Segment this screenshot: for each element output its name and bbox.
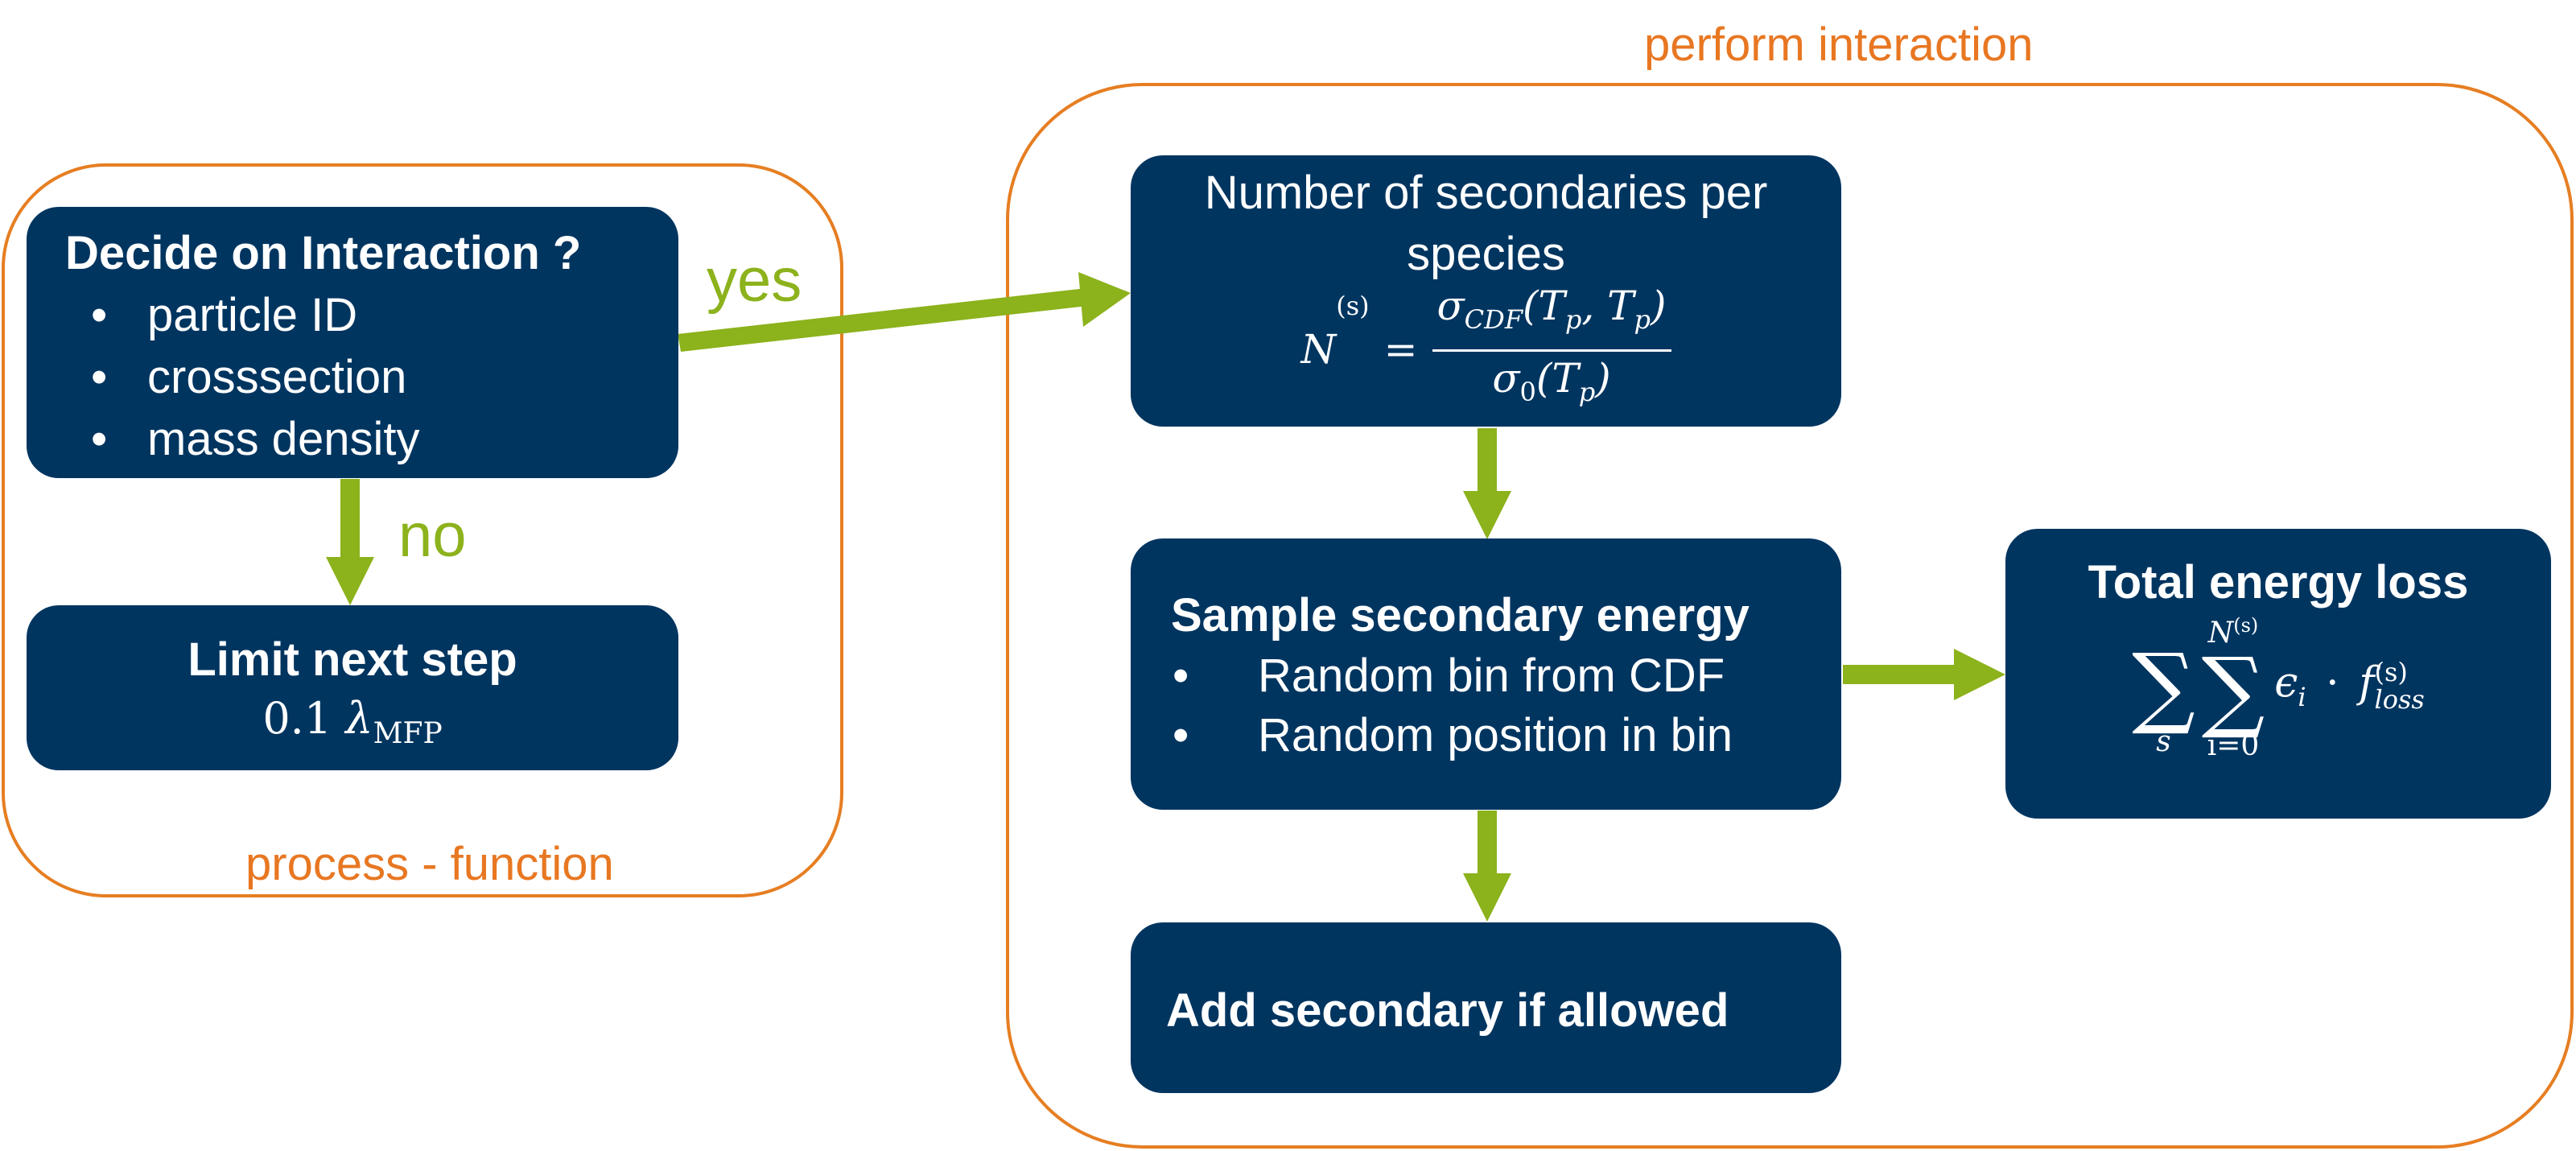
- number-formula: N(s) = σCDF(Tp, Tp) σ0(Tp): [1131, 279, 1841, 419]
- sigma-sub: CDF: [1464, 304, 1523, 335]
- group-perform-interaction-label: perform interaction: [1644, 19, 2034, 71]
- formula-equals: =: [1383, 325, 1418, 373]
- sample-bullet-text: Random bin from CDF: [1258, 650, 1725, 702]
- inner-sum-upper-n: N: [2207, 617, 2234, 650]
- denominator-close: ): [1595, 355, 1611, 402]
- numerator-close: ): [1650, 283, 1667, 329]
- fraction-denominator: σ0(Tp): [1492, 352, 1610, 419]
- number-title-line1: Number of secondaries per: [1204, 167, 1768, 219]
- bullet-marker: •: [1173, 709, 1189, 761]
- fraction-bar: [1432, 349, 1671, 352]
- node-sample-secondary-energy: Sample secondary energy • Random bin fro…: [1131, 538, 1841, 810]
- decide-bullet-text: particle ID: [147, 289, 358, 341]
- epsilon: ϵ: [2274, 658, 2298, 708]
- decide-bullet-item: • mass density: [65, 408, 678, 470]
- arrow-number-to-sample: [1463, 428, 1511, 539]
- sigma-sub: 0: [1519, 377, 1536, 407]
- node-add-secondary: Add secondary if allowed: [1131, 922, 1841, 1093]
- inner-sum-lower: i=0: [2207, 729, 2260, 762]
- sample-title: Sample secondary energy: [1171, 589, 1750, 642]
- total-formula: ∑ s N(s) ∑ i=0 ϵi · f(s)loss: [2005, 609, 2551, 762]
- node-limit-next-step: Limit next step 0.1 λMFP: [27, 605, 678, 770]
- f-sup: (s): [2374, 657, 2408, 687]
- limit-title: Limit next step: [188, 633, 517, 686]
- total-title: Total energy loss: [2088, 556, 2469, 609]
- denominator-arg-sub: p: [1578, 377, 1596, 407]
- formula-n: N: [1300, 325, 1337, 373]
- inner-sum-upper: N(s): [2208, 609, 2259, 650]
- decide-bullet-text: crosssection: [147, 351, 407, 403]
- numerator-sep: , T: [1581, 283, 1634, 329]
- limit-formula: 0.1 λMFP: [27, 691, 678, 762]
- numerator-arg-sub: p: [1634, 304, 1651, 335]
- sum-icon: ∑: [2132, 634, 2195, 737]
- sum-term: ϵi · f(s)loss: [2274, 658, 2425, 713]
- node-number-of-secondaries: Number of secondaries per species N (s) =…: [1131, 155, 1841, 427]
- number-title-line2: species: [1407, 228, 1565, 280]
- lambda-symbol: λ: [345, 693, 373, 744]
- sample-bullet-text: Random position in bin: [1258, 709, 1733, 761]
- epsilon-sub: i: [2298, 681, 2306, 712]
- inner-sum: N(s) ∑ i=0: [2202, 609, 2265, 762]
- decide-bullet-text: mass density: [147, 413, 420, 465]
- node-decide-on-interaction: Decide on Interaction ? • particle ID • …: [27, 207, 678, 478]
- sample-bullet-item: • Random bin from CDF: [1171, 646, 1841, 706]
- numerator-arg-sub: p: [1564, 304, 1582, 335]
- f-sub: loss: [2374, 684, 2425, 715]
- sample-bullet-item: • Random position in bin: [1171, 706, 1841, 765]
- node-total-energy-loss: Total energy loss ∑ s N(s) ∑ i=0 ϵi · f(…: [2005, 529, 2551, 819]
- arrow-no: [326, 479, 374, 605]
- sigma: σ: [1436, 283, 1465, 329]
- add-title: Add secondary if allowed: [1166, 984, 1729, 1037]
- group-process-function-label: process - function: [245, 838, 614, 890]
- arrow-yes: [678, 272, 1131, 352]
- decide-bullet-list: • particle ID • crosssection • mass dens…: [65, 284, 678, 470]
- inner-sum-upper-sup: (s): [2233, 614, 2259, 637]
- formula-fraction: σCDF(Tp, Tp) σ0(Tp): [1432, 279, 1671, 419]
- sample-bullet-list: • Random bin from CDF • Random position …: [1171, 646, 1841, 765]
- group-perform-interaction: [1006, 83, 2574, 1149]
- f-symbol: f: [2359, 658, 2375, 708]
- edge-label-no: no: [398, 501, 467, 570]
- numerator-args: (T: [1523, 283, 1565, 329]
- dot-operator: ·: [2326, 658, 2339, 708]
- bullet-marker: •: [91, 289, 108, 341]
- sigma: σ: [1492, 355, 1520, 402]
- fraction-numerator: σCDF(Tp, Tp): [1432, 279, 1671, 349]
- denominator-args: (T: [1535, 355, 1579, 402]
- bullet-marker: •: [1173, 650, 1189, 702]
- sum-icon: ∑: [2201, 638, 2265, 741]
- decide-title: Decide on Interaction ?: [65, 227, 582, 279]
- arrow-sample-to-total: [1843, 649, 2005, 700]
- lambda-subscript: MFP: [373, 716, 443, 750]
- formula-n-sup: (s): [1336, 291, 1370, 321]
- edge-label-yes: yes: [707, 246, 802, 315]
- bullet-marker: •: [91, 351, 108, 403]
- decide-bullet-item: • particle ID: [65, 284, 678, 346]
- outer-sum-index: s: [2156, 725, 2171, 758]
- group-process-function: [2, 163, 843, 897]
- bullet-marker: •: [91, 413, 108, 465]
- decide-bullet-item: • crosssection: [65, 346, 678, 408]
- outer-sum: ∑ s: [2132, 613, 2195, 758]
- limit-formula-value: 0.1: [262, 693, 332, 744]
- f-scripts: (s)loss: [2374, 658, 2424, 713]
- arrow-sample-to-add: [1463, 811, 1511, 922]
